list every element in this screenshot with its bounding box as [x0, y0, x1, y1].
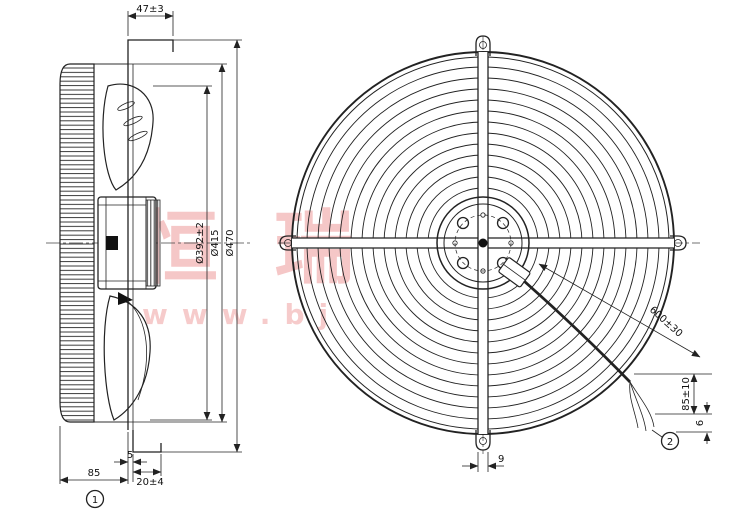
- motor-hub-side: [97, 196, 161, 290]
- impeller-blades-side: [102, 83, 154, 421]
- dim-label-20: 20±4: [136, 477, 163, 488]
- dim-label-5: 5: [127, 450, 133, 461]
- dim-label-415: Ø415: [209, 230, 221, 257]
- dim-label-85-10: 85±10: [681, 377, 692, 411]
- dim-diameters: Ø392±2 Ø415 Ø470: [94, 39, 242, 453]
- dim-top-depth: 47±3: [127, 4, 174, 36]
- shaft-center: [478, 238, 488, 248]
- dim-cable: 600±30 85±10 6: [538, 263, 712, 444]
- view-1-number: 1: [92, 495, 98, 506]
- dim-label-9: 9: [498, 454, 504, 465]
- dim-bottom: 85 5 20±4: [59, 426, 164, 488]
- rotor-laminations: [145, 199, 161, 287]
- view-2-number: 2: [667, 437, 673, 448]
- dim-label-85: 85: [88, 468, 101, 479]
- dim-label-600: 600±30: [647, 305, 684, 340]
- hub-bolt: [456, 216, 470, 230]
- dim-label-47: 47±3: [136, 4, 163, 15]
- dim-label-470: Ø470: [224, 230, 236, 257]
- view-label-1: 1: [85, 489, 105, 509]
- mounting-tabs: [279, 35, 687, 451]
- dim-label-392: Ø392±2: [194, 222, 206, 264]
- dim-bar-width: 9: [462, 452, 504, 472]
- terminal-box: [498, 257, 531, 288]
- hub-bolt: [456, 256, 470, 270]
- front-view: 600±30 85±10 6 2: [278, 35, 712, 472]
- guard-basket-side: [59, 63, 95, 423]
- dim-label-6: 6: [695, 420, 706, 426]
- view-label-2: 2: [651, 429, 680, 451]
- hub-bolt: [496, 216, 510, 230]
- shaft-section: [106, 236, 118, 250]
- side-view: 47±3 Ø392±2 Ø415 Ø470: [46, 4, 252, 509]
